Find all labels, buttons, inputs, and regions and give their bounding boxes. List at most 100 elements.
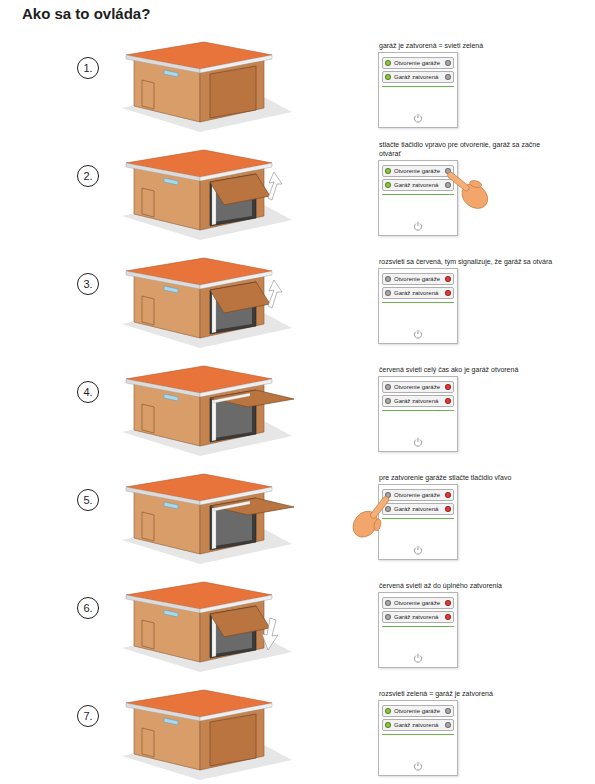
step-number: 6. [83,602,92,614]
status-led [445,614,451,620]
control-panel: stlačte tlačidlo vpravo pre otvorenie, g… [378,160,458,236]
panel-divider [382,194,454,195]
status-led [445,708,451,714]
roof-fascia [126,487,200,505]
roof-fascia [126,703,200,721]
step-number-circle: 2. [77,165,99,187]
power-bar [418,654,419,658]
status-led [385,290,391,296]
status-led [445,168,451,174]
roof-fascia [126,379,200,397]
power-icon [413,221,423,231]
button-label: Otvorenie garáže [394,275,442,283]
panel-button: Otvorenie garáže [382,381,454,393]
panel-divider [382,518,454,519]
side-door [142,404,154,433]
step-caption: garáž je zatvorená = svieti zelená [379,41,554,50]
status-led [385,74,391,80]
window [164,394,178,401]
button-label: Garáž zatvorená [394,721,442,729]
button-label: Otvorenie garáže [394,491,442,499]
step-number: 4. [83,386,92,398]
step-number: 7. [83,710,92,722]
status-led [385,506,391,512]
panel-divider [382,626,454,627]
panel-divider [382,410,454,411]
garage-illustration [122,366,294,456]
door-arm [214,501,250,511]
status-led [445,600,451,606]
side-door [142,188,154,217]
garage-door [210,66,256,118]
step-number-circle: 3. [77,273,99,295]
roof-fascia [126,55,200,73]
page-title: Ako sa to ovládа? [22,5,150,22]
side-door [142,80,154,109]
status-led [385,492,391,498]
control-panel: garáž je zatvorená = svieti zelenáOtvore… [378,52,458,128]
panel-button: Garáž zatvorená [382,395,454,407]
window [164,718,178,725]
step-number: 2. [83,170,92,182]
garage-illustration [122,474,294,564]
power-icon [413,113,423,123]
button-label: Garáž zatvorená [394,613,442,621]
garage-door [210,714,256,766]
button-label: Garáž zatvorená [394,289,442,297]
status-led [445,60,451,66]
button-label: Garáž zatvorená [394,181,442,189]
status-led [385,708,391,714]
control-panel: pre zatvorenie garáže stlačte tlačidlo v… [378,484,458,560]
status-led [445,182,451,188]
power-icon [413,437,423,447]
panel-button: Garáž zatvorená [382,71,454,83]
button-label: Otvorenie garáže [394,383,442,391]
step-number: 3. [83,278,92,290]
side-door [142,728,154,757]
status-led [385,168,391,174]
button-label: Otvorenie garáže [394,59,442,67]
pointing-hand [348,490,399,545]
step-number-circle: 4. [77,381,99,403]
status-led [385,182,391,188]
roof [126,150,272,177]
status-led [385,722,391,728]
side-door [142,296,154,325]
button-label: Garáž zatvorená [394,73,442,81]
power-bar [418,762,419,766]
status-led [445,290,451,296]
panel-divider [382,302,454,303]
garage-door [210,498,294,515]
power-icon [413,761,423,771]
power-icon [413,545,423,555]
garage-door [210,282,270,313]
status-led [385,398,391,404]
status-led [445,722,451,728]
power-bar [418,330,419,334]
door-rail [212,399,216,441]
step-caption: rozsvieti zelená = garáž je zatvorená [379,689,554,698]
status-led [445,384,451,390]
panel-button: Garáž zatvorená [382,611,454,623]
panel-divider [382,734,454,735]
garage-door [210,606,270,637]
roof [126,366,272,393]
status-led [445,506,451,512]
step-number-circle: 7. [77,705,99,727]
panel-button: Otvorenie garáže [382,165,454,177]
roof [126,690,272,717]
status-led [385,600,391,606]
step-caption: pre zatvorenie garáže stlačte tlačidlo v… [379,473,554,482]
roof-fascia [126,271,200,289]
side-door [142,512,154,541]
garage-door [210,390,294,407]
button-label: Otvorenie garáže [394,707,442,715]
step-caption: červená svieti celý čas ako je garáž otv… [379,365,554,374]
garage-illustration [122,582,292,672]
hand-thumb [373,518,382,531]
button-label: Garáž zatvorená [394,397,442,405]
window [164,70,178,77]
pointing-hand [441,162,496,213]
garage-illustration [122,690,292,780]
roof-fascia [126,595,200,613]
